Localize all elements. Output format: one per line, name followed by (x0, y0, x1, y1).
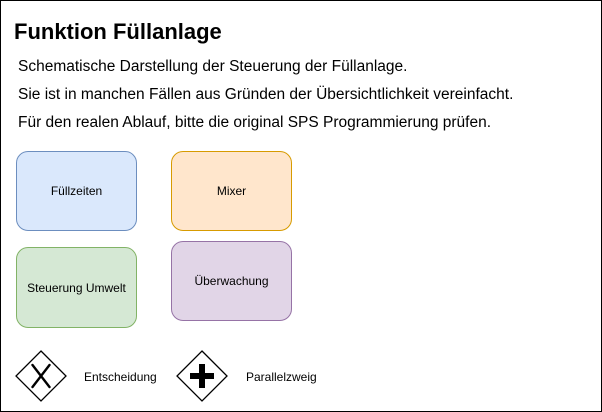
module-ueberwachung[interactable]: Überwachung (171, 241, 292, 321)
module-mixer[interactable]: Mixer (171, 151, 292, 231)
module-steuerung-umwelt[interactable]: Steuerung Umwelt (16, 247, 137, 328)
exclusive-gateway-icon (15, 350, 67, 402)
legend-label-parallelzweig: Parallelzweig (246, 370, 317, 384)
module-mixer-label: Mixer (216, 184, 247, 198)
legend-label-entscheidung: Entscheidung (84, 370, 157, 384)
description-line-3: Für den realen Ablauf, bitte die origina… (18, 114, 492, 131)
diagram-title: Funktion Füllanlage (14, 19, 222, 44)
parallel-gateway-icon (176, 350, 228, 402)
module-steuerung-umwelt-label: Steuerung Umwelt (27, 280, 126, 295)
module-fuellzeiten-label: Füllzeiten (50, 184, 103, 198)
description-line-2: Sie ist in manchen Fällen aus Gründen de… (18, 86, 514, 103)
module-ueberwachung-label: Überwachung (194, 274, 269, 288)
description-line-1: Schematische Darstellung der Steuerung d… (18, 58, 408, 75)
module-fuellzeiten[interactable]: Füllzeiten (16, 151, 137, 231)
